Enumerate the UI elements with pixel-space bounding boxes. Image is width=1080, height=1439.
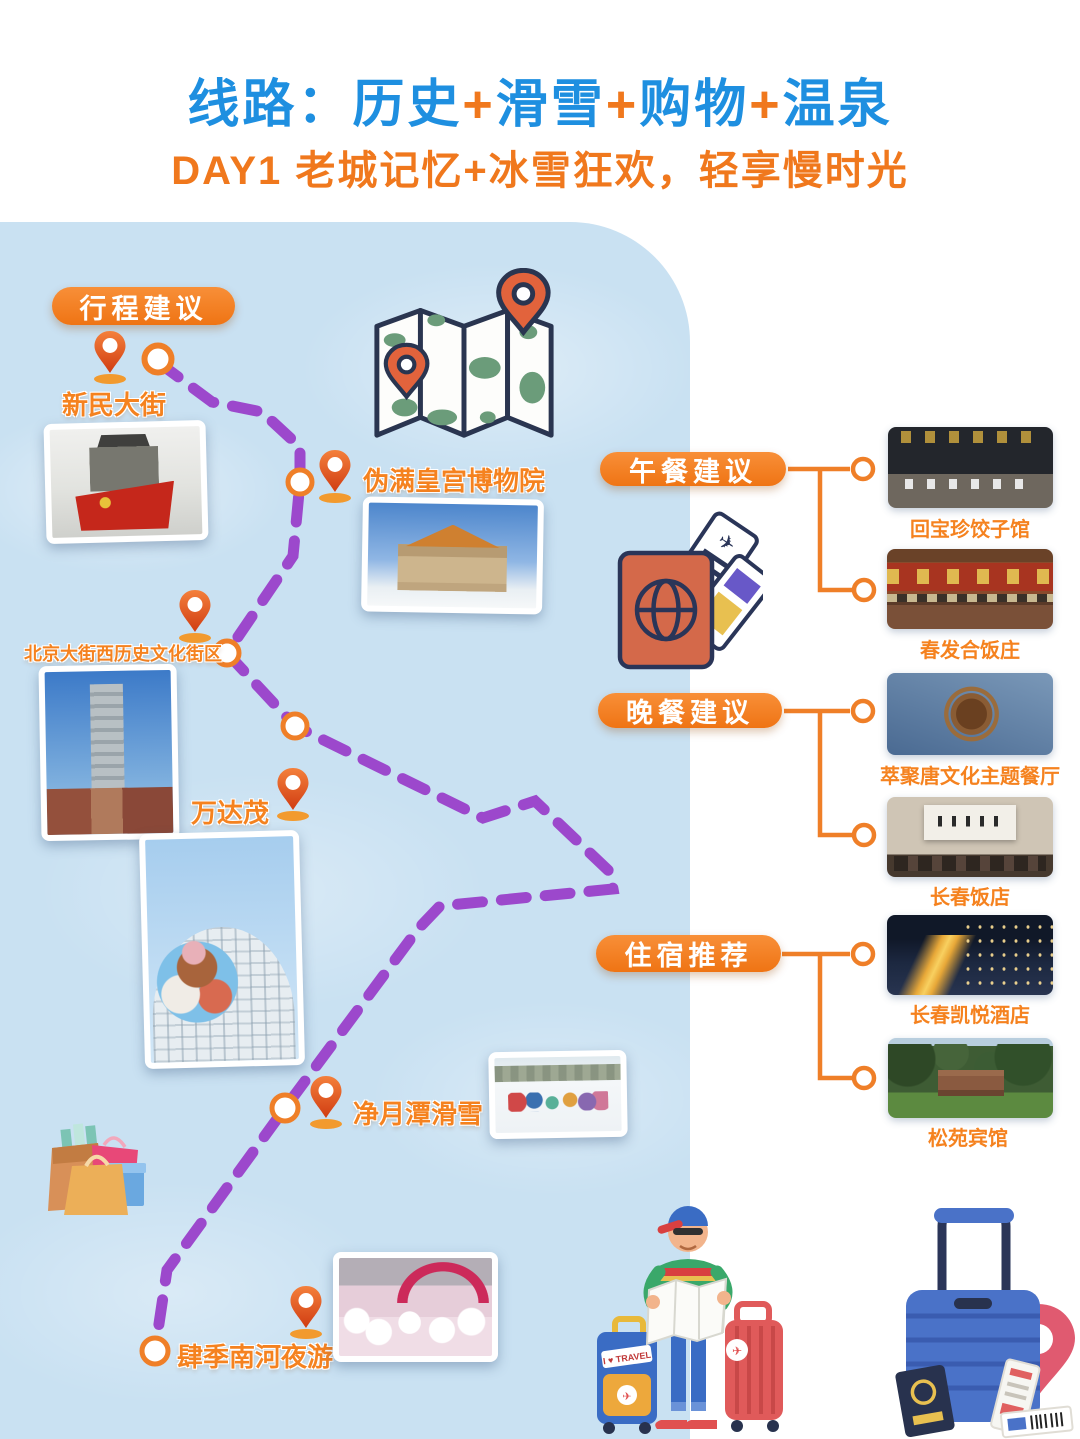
page-title: 线路：历史+滑雪+购物+温泉 <box>0 62 1080 137</box>
rec-label-hyatt: 长春凯悦酒店 <box>910 1005 1030 1027</box>
rec-photo-huibaozhen <box>888 427 1053 508</box>
rec-photo-cuijutang <box>887 673 1053 755</box>
stop-photo-xinmin-street <box>43 419 209 545</box>
lunch-badge: 午餐建议 <box>600 452 786 487</box>
stop-photo-jingyuetan-ski <box>488 1049 628 1140</box>
connector-lines <box>782 466 852 1081</box>
stay-badge: 住宿推荐 <box>596 935 781 972</box>
stop-photo-wanda-mall <box>138 829 306 1070</box>
location-pin-icon <box>88 327 132 385</box>
location-pin-icon <box>173 586 217 644</box>
location-pin-icon <box>304 1072 348 1130</box>
title-part: 滑雪 <box>495 76 606 134</box>
rec-photo-hyatt <box>887 915 1053 995</box>
rec-photo-songyuan <box>888 1038 1053 1118</box>
rec-label-chunfahe: 春发合饭庄 <box>920 640 1020 662</box>
rec-label-huibaozhen: 回宝珍饺子馆 <box>910 519 1030 541</box>
stop-photo-siji-river <box>333 1252 498 1362</box>
title-part: 温泉 <box>782 76 893 134</box>
map-pin-icon <box>383 268 551 401</box>
title-plus: + <box>605 76 640 134</box>
rec-photo-changchun-hotel <box>887 797 1053 877</box>
page-subtitle: DAY1 老城记忆+冰雪狂欢，轻享慢时光 <box>171 149 909 193</box>
rec-photo-chunfahe <box>887 549 1053 629</box>
rec-label-cuijutang: 萃聚唐文化主题餐厅 <box>880 766 1060 788</box>
stop-label-xinmin-street: 新民大街 <box>62 390 167 420</box>
suitcase-location-pin-icon <box>876 1198 1076 1439</box>
stop-label-siji-river-night-tour: 肆季南河夜游 <box>177 1342 334 1372</box>
passport-tickets-icon: ✈ <box>608 505 763 670</box>
traveler-with-map-icon: I ♥ TRAVEL ✈ ✈ <box>585 1180 795 1439</box>
title-part: 线路：历史 <box>187 76 463 134</box>
title-plus: + <box>462 76 496 134</box>
location-pin-icon <box>313 446 357 504</box>
stop-label-wanda-mall: 万达茂 <box>191 798 270 828</box>
shopping-bags-icon <box>34 1114 146 1220</box>
stop-photo-puppet-palace-museum <box>361 496 544 615</box>
dinner-badge: 晚餐建议 <box>598 693 782 728</box>
location-pin-icon <box>271 764 315 822</box>
svg-text:✈: ✈ <box>622 1391 631 1403</box>
stop-label-jingyuetan-ski: 净月潭滑雪 <box>353 1099 484 1129</box>
stop-label-puppet-palace-museum: 伪满皇宫博物院 <box>363 466 546 496</box>
title-plus: + <box>749 76 783 134</box>
connector-node-icon <box>850 456 877 1091</box>
itinerary-badge: 行程建议 <box>52 287 235 325</box>
location-pin-icon <box>284 1282 328 1340</box>
title-part: 购物 <box>639 76 750 134</box>
folded-map-icon <box>365 268 563 443</box>
stop-label-beijing-street-historic-block: 北京大街西历史文化街区 <box>24 644 222 664</box>
rec-label-changchun-hotel: 长春饭店 <box>930 887 1010 909</box>
svg-text:✈: ✈ <box>732 1344 742 1358</box>
rec-label-songyuan: 松苑宾馆 <box>928 1128 1008 1150</box>
stop-photo-beijing-street <box>38 663 180 842</box>
